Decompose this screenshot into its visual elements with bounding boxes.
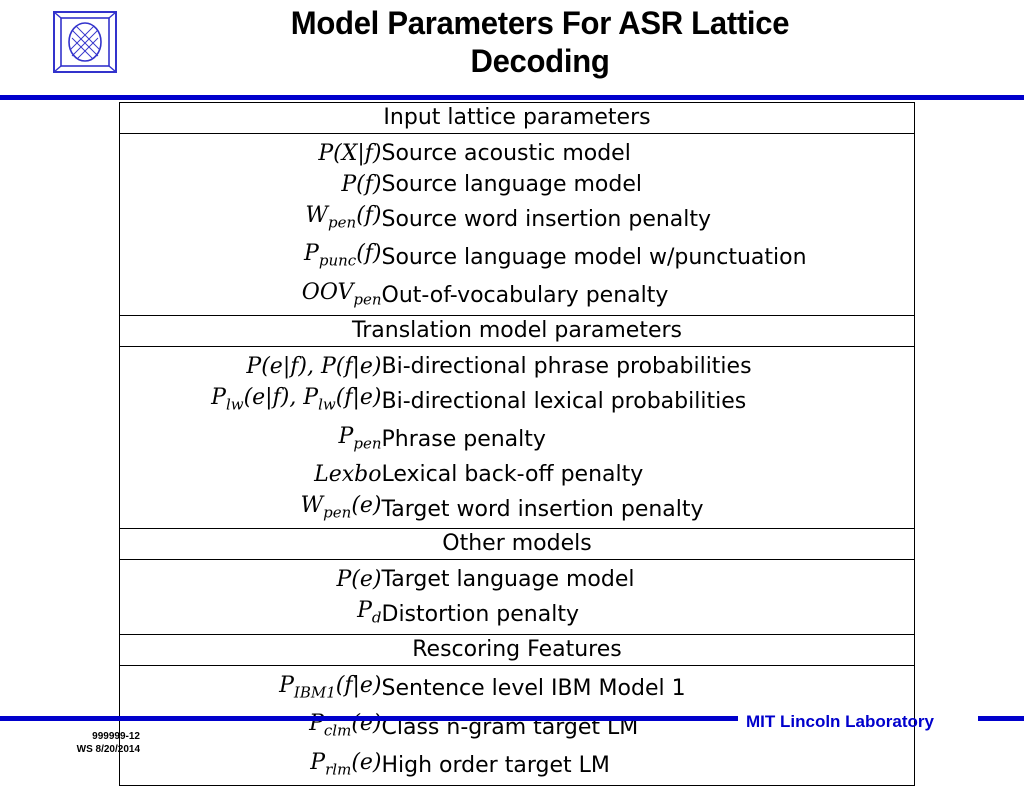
row-description: Lexical back-off penalty [381, 461, 644, 487]
row-symbol: Lexbo [314, 461, 382, 487]
row-description: Source language model [381, 172, 642, 197]
table-row: P(e|f), P(f|e) Bi-directional phrase pro… [120, 347, 915, 383]
table-row: OOVpen Out-of-vocabulary penalty [120, 277, 915, 316]
bottom-divider-right [978, 716, 1024, 721]
row-description: Distortion penalty [381, 602, 579, 628]
row-description: Sentence level IBM Model 1 [381, 676, 686, 702]
row-description: Out-of-vocabulary penalty [381, 283, 669, 309]
section-header: Other models [119, 528, 915, 561]
table-row: P(X|f) Source acoustic model [120, 134, 915, 170]
row-description: Source acoustic model [381, 141, 631, 166]
table-row: Wpen(f) Source word insertion penalty [120, 200, 915, 238]
row-description: Bi-directional lexical probabilities [381, 388, 747, 414]
title-line-1: Model Parameters For ASR Lattice [290, 5, 790, 41]
row-description: Source language model w/punctuation [381, 245, 807, 271]
mit-ll-seal-icon [53, 11, 117, 73]
row-description: Target language model [381, 567, 635, 593]
row-symbol: P(e|f), P(f|e) [246, 354, 382, 380]
row-description: Target word insertion penalty [381, 496, 704, 522]
table-row: Plw(e|f), Plw(f|e) Bi-directional lexica… [120, 382, 915, 420]
top-divider [0, 95, 1024, 100]
footer-id: 999999-12 [92, 731, 140, 742]
row-description: Source word insertion penalty [381, 206, 712, 232]
table-row: Wpen(e) Target word insertion penalty [120, 490, 915, 529]
table-row: PIBM1(f|e) Sentence level IBM Model 1 [120, 665, 915, 708]
table-row: Ppen Phrase penalty [120, 421, 915, 459]
row-symbol: Wpen(f) [305, 203, 382, 232]
footer-date: WS 8/20/2014 [76, 744, 140, 755]
row-symbol: OOVpen [301, 279, 382, 309]
row-description: Phrase penalty [381, 427, 546, 453]
row-symbol: Plw(e|f), Plw(f|e) [211, 385, 382, 414]
row-symbol: Wpen(e) [300, 492, 382, 522]
table-row: Prlm(e) High order target LM [120, 747, 915, 786]
row-symbol: Ppunc(f) [304, 241, 382, 270]
row-description: High order target LM [381, 753, 610, 779]
row-symbol: P(X|f) [318, 141, 382, 166]
section-header: Translation model parameters [119, 315, 915, 348]
bottom-divider-left [0, 716, 738, 721]
row-symbol: Prlm(e) [310, 749, 382, 778]
row-symbol: Ppen [338, 423, 382, 452]
title-line-2: Decoding [470, 43, 610, 79]
row-description: Bi-directional phrase probabilities [381, 354, 752, 380]
table-row: Lexbo Lexical back-off penalty [120, 459, 915, 490]
row-symbol: Pclm(e) [309, 711, 382, 740]
lab-name: MIT Lincoln Laboratory [746, 712, 934, 731]
parameters-table: Input lattice parameters P(X|f) Source a… [119, 102, 915, 786]
table-row: P(f) Source language model [120, 169, 915, 200]
row-symbol: PIBM1(f|e) [279, 672, 382, 702]
table-row: Ppunc(f) Source language model w/punctua… [120, 238, 915, 276]
row-symbol: Pd [357, 598, 382, 627]
section-header: Rescoring Features [119, 633, 915, 666]
table-row: Pd Distortion penalty [120, 595, 915, 634]
row-symbol: P(e) [336, 567, 382, 593]
row-symbol: P(f) [341, 172, 382, 197]
footer-meta: 999999-12 WS 8/20/2014 [58, 730, 140, 756]
page-title: Model Parameters For ASR Lattice Decodin… [152, 4, 928, 80]
table-row: P(e) Target language model [120, 560, 915, 596]
section-header: Input lattice parameters [119, 102, 915, 134]
